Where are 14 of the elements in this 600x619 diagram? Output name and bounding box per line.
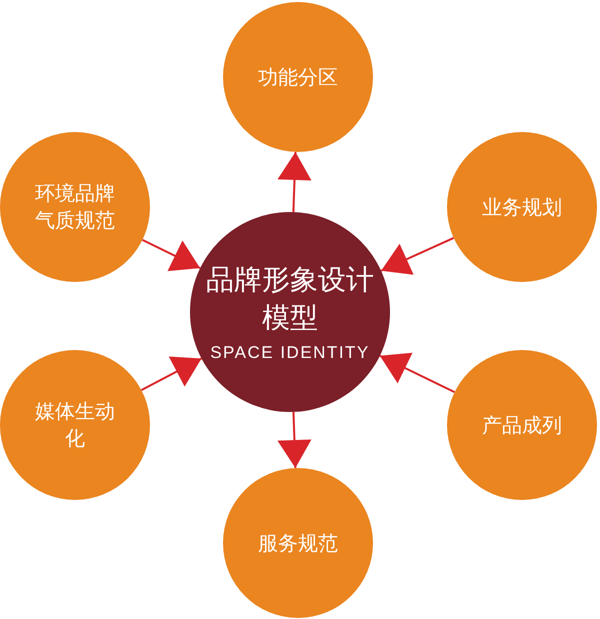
circle-title: 功能分区 [257,64,339,90]
circle-title: 品牌形象设计模型 [205,262,375,336]
circle-title: 服务规范 [257,530,339,556]
circle-title: 环境品牌气质规范 [34,180,116,234]
circle-title: 产品成列 [481,412,563,438]
arrow [140,356,202,391]
arrow [380,237,454,275]
arrow [142,239,201,272]
circle-title: 媒体生动化 [34,398,116,452]
circle-title: 业务规划 [481,194,563,220]
arrow [277,412,312,468]
arrow [278,152,312,212]
circle-subtitle: SPACE IDENTITY [210,342,370,363]
arrow [379,352,456,394]
